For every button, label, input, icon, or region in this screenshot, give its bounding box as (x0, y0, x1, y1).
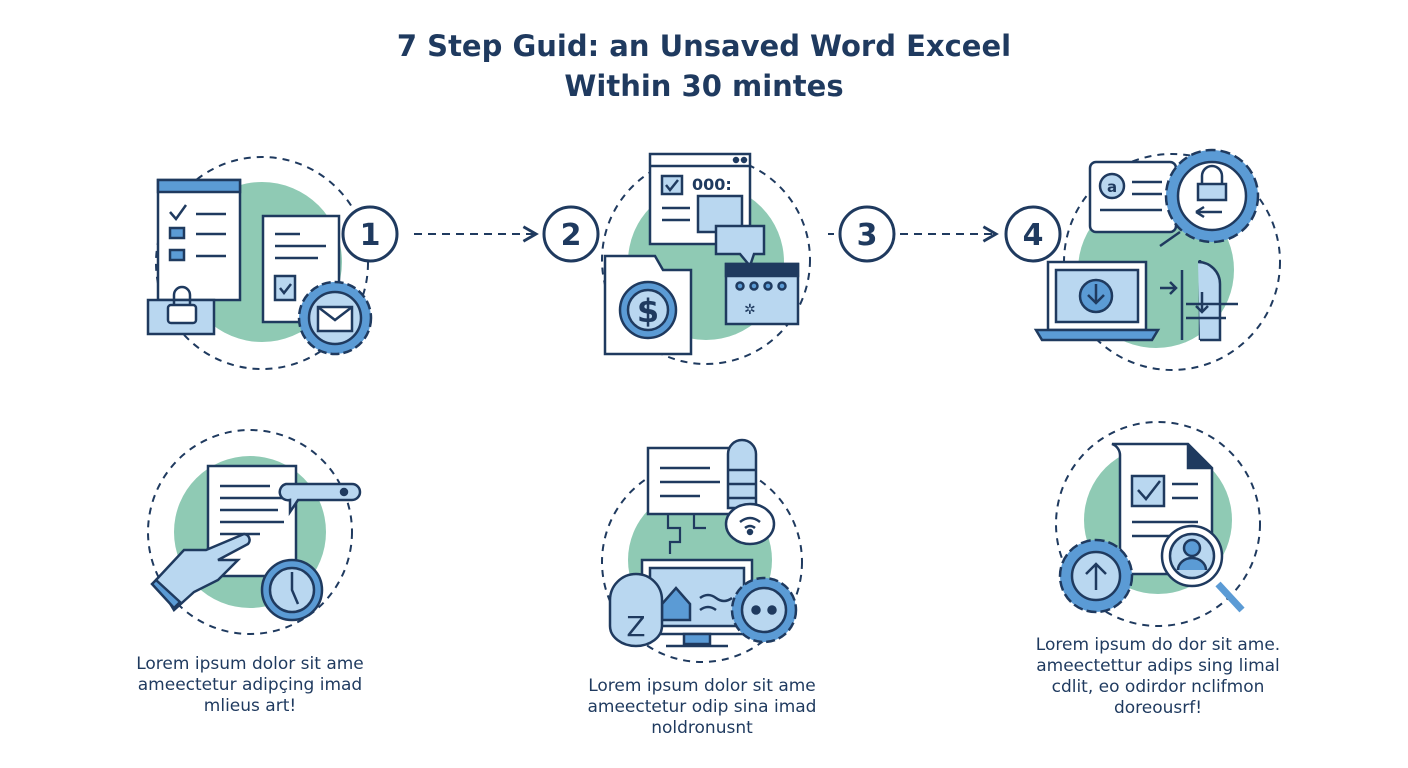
caption-1-line-2: ameectetur adipçing imad (137, 675, 363, 695)
svg-text:$: $ (637, 292, 659, 330)
gear-icon (730, 576, 798, 644)
step-number-1: 1 (360, 218, 381, 253)
password-card-icon: ✲ (724, 262, 800, 326)
caption-2-line-1: Lorem ipsum dolor sit ame (588, 676, 816, 696)
chat-bubble-icon (714, 224, 766, 269)
bottom-illustration-2: Z (601, 438, 803, 663)
page-title: 7 Step Guid: an Unsaved Word Exceel With… (0, 26, 1408, 106)
caption-3-line-2: ameectettur adips sing limal (1036, 656, 1280, 676)
browser-window-icon: 000: (648, 152, 752, 246)
bottom-illustration-3 (1055, 421, 1261, 627)
step-1-illustration (146, 156, 373, 370)
dollar-folder-icon: $ (603, 254, 693, 356)
padlock-icon (146, 285, 216, 336)
step-4-illustration: a (1033, 148, 1281, 371)
checklist-icon (156, 178, 242, 302)
upload-gear-icon (1058, 538, 1134, 614)
title-line-1: 7 Step Guid: an Unsaved Word Exceel (396, 29, 1012, 63)
step-badge-1: 1 (341, 205, 399, 263)
lock-gear-icon (1164, 148, 1260, 244)
caption-1: Lorem ipsum dolor sit ame ameectetur adi… (110, 654, 390, 717)
caption-3-line-4: doreousrf! (1113, 698, 1203, 718)
svg-text:Z: Z (626, 610, 645, 643)
mail-gear-icon (297, 280, 373, 356)
dashed-ring (601, 155, 811, 365)
caption-3-line-1: Lorem ipsum do dor sit ame. (1035, 635, 1281, 655)
bottom-illustration-1 (147, 429, 362, 635)
shield-z-icon: Z (608, 572, 664, 648)
step-number-2: 2 (561, 218, 582, 253)
clock-icon (260, 558, 324, 622)
caption-2-line-3: noldronusnt (651, 718, 753, 738)
dashed-ring (155, 156, 369, 370)
arrows-icon (1160, 260, 1238, 342)
caption-1-line-3: mlieus art! (203, 696, 297, 716)
caption-3: Lorem ipsum do dor sit ame. ameectettur … (1008, 635, 1308, 719)
connector-line (1159, 230, 1181, 248)
pointing-hand-icon (150, 532, 251, 612)
laptop-download-icon (1033, 260, 1161, 342)
chat-bubble-icon (278, 482, 362, 517)
user-search-icon (1160, 524, 1245, 613)
step-badge-3: 3 (838, 205, 896, 263)
step-number-3: 3 (857, 218, 878, 253)
dashed-ring (147, 429, 353, 635)
caption-3-line-3: cdlit, eo odirdor nclifmon (1051, 677, 1265, 697)
caption-2: Lorem ipsum dolor sit ame ameectetur odi… (562, 676, 842, 739)
step-badge-2: 2 (542, 205, 600, 263)
svg-text:000:: 000: (692, 175, 732, 194)
connector-squiggle (666, 514, 706, 554)
id-card-icon: a (1088, 160, 1178, 234)
caption-2-line-2: ameectetur odip sina imad (587, 697, 817, 717)
document-scroll-icon (646, 438, 758, 516)
step-2-illustration: 000: $ ✲ (601, 152, 811, 365)
svg-text:✲: ✲ (744, 302, 756, 318)
dashed-ring (1055, 421, 1261, 627)
step-badge-4: 4 (1004, 205, 1062, 263)
caption-1-line-1: Lorem ipsum dolor sit ame (136, 654, 364, 674)
wifi-bubble-icon (724, 502, 776, 546)
step-number-4: 4 (1023, 218, 1044, 253)
title-line-2: Within 30 mintes (564, 69, 844, 103)
svg-text:a: a (1107, 178, 1117, 196)
